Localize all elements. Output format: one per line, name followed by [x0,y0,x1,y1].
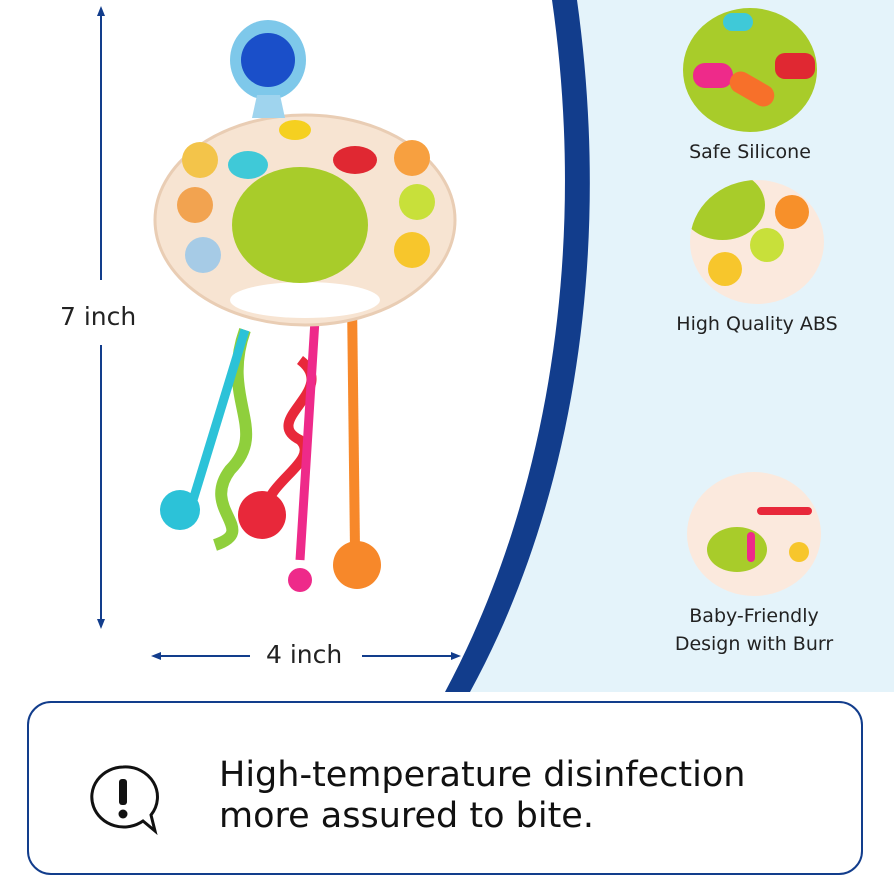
feature-baby-friendly: Baby-Friendly Design with Burr [654,472,854,658]
silicone-closeup-image [683,8,817,132]
exclamation-speech-bubble-icon [90,765,159,835]
feature-label: Baby-Friendly Design with Burr [674,605,834,655]
feature-high-quality-abs: High Quality ABS [657,180,857,338]
feature-label: Safe Silicone [689,141,811,163]
height-label: 7 inch [60,302,137,331]
feature-label: High Quality ABS [676,313,838,335]
disinfection-notice-box: High-temperature disinfection more assur… [27,701,863,875]
notice-line-2: more assured to bite. [219,796,594,836]
feature-safe-silicone: Safe Silicone [650,8,850,166]
notice-line-1: High-temperature disinfection [219,755,746,795]
burr-design-closeup-image [687,472,821,596]
abs-closeup-image [690,180,824,304]
toy-illustration [153,20,457,592]
width-label: 4 inch [266,640,343,669]
